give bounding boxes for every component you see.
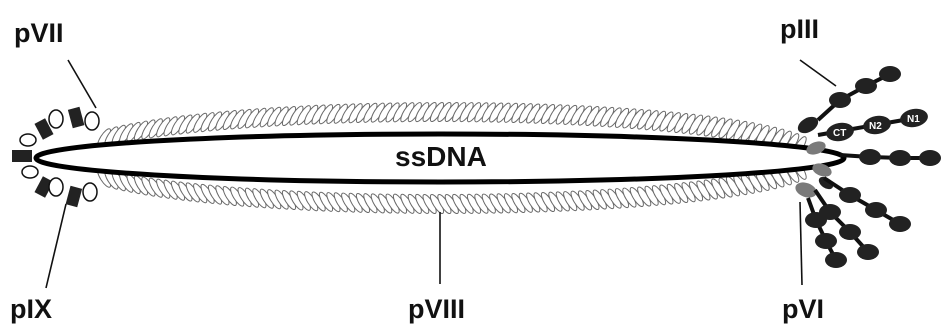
pVII-label: pVII [14, 18, 64, 48]
pIII-domain [829, 92, 851, 108]
pIII-domain [919, 150, 941, 166]
pIII-domain [889, 216, 911, 232]
pIII-domain [815, 233, 837, 249]
pVII-protein [85, 112, 99, 130]
pVII-protein [20, 134, 36, 146]
pIX-protein [49, 178, 63, 196]
pIII-domain [879, 66, 901, 82]
pIII-domain-chain: CT N2 N1 [818, 107, 929, 144]
ct-domain-label: CT [833, 128, 846, 139]
pIX-leader [46, 204, 66, 288]
pVI-leader [800, 202, 802, 285]
ssdna-label: ssDNA [395, 141, 487, 172]
pIII-domain [859, 149, 881, 165]
pVI-label: pVI [782, 294, 824, 324]
pVII-protein [68, 107, 85, 128]
pIII-domain [855, 78, 877, 94]
pIII-domain [839, 187, 861, 203]
pIII-chain-linker [840, 155, 930, 158]
pIX-protein [83, 183, 97, 201]
pIII-domain [839, 224, 861, 240]
pIX-protein [22, 166, 38, 178]
pIX-protein [66, 186, 83, 207]
pVII-protein [49, 110, 63, 128]
pVI-protein [795, 113, 821, 136]
pIII-domain [865, 202, 887, 218]
pVIII-label: pVIII [408, 294, 465, 324]
pIII-domain [825, 252, 847, 268]
pIX-protein [12, 150, 32, 162]
pIX-label: pIX [10, 294, 52, 324]
pIII-domain [857, 244, 879, 260]
pVII-leader [68, 60, 96, 108]
pIII-domain [889, 150, 911, 166]
pIII-domain [805, 212, 827, 228]
n1-domain-label: N1 [907, 114, 920, 125]
pIII-label: pIII [780, 14, 819, 44]
n2-domain-label: N2 [869, 121, 882, 132]
pIII-leader [800, 60, 836, 86]
